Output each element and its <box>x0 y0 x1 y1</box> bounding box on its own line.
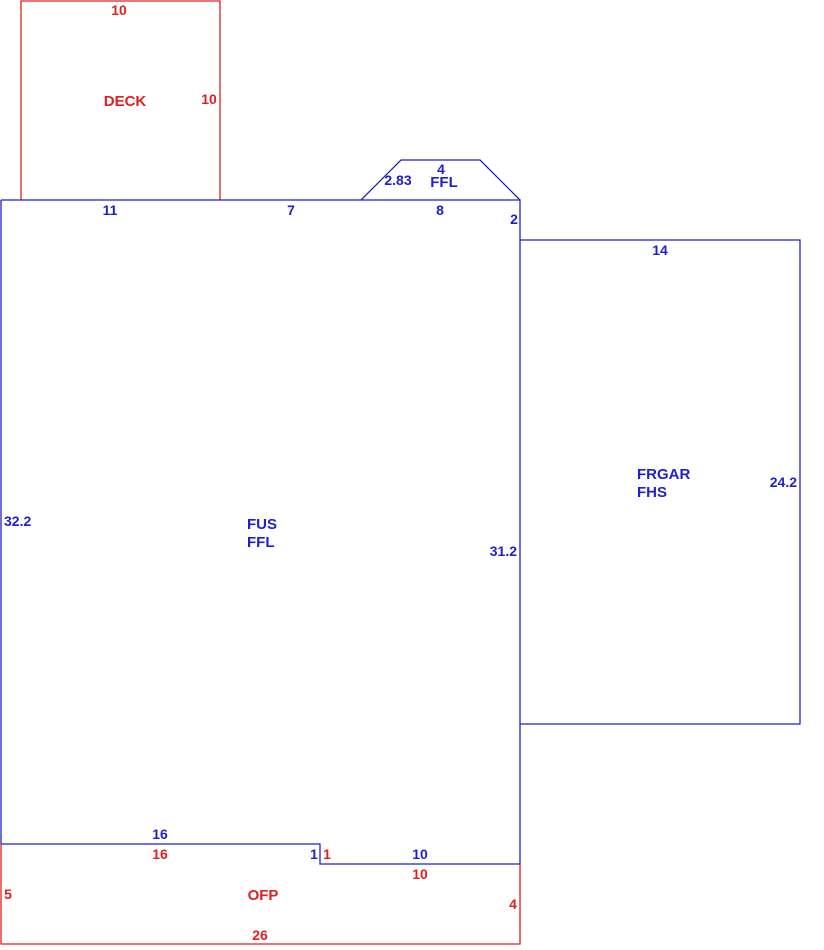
bay-area: 4 2.83 FFL <box>360 159 521 201</box>
main-left-dimension: 32.2 <box>4 513 31 529</box>
bay-label: FFL <box>430 174 458 191</box>
porch-outline <box>0 844 521 945</box>
porch-top-left-dimension: 16 <box>152 846 168 862</box>
porch-left-dimension: 5 <box>4 886 12 902</box>
garage-area: 14 24.2 FRGAR FHS <box>520 239 801 725</box>
main-top-right-dimension: 8 <box>436 202 444 218</box>
main-bottom-left-dimension: 16 <box>152 826 168 842</box>
porch-top-right-dimension: 10 <box>412 866 428 882</box>
main-top-mid-dimension: 7 <box>287 202 295 218</box>
main-top-left-dimension: 11 <box>103 202 118 218</box>
step-dimension: 2 <box>510 211 518 227</box>
porch-notch-dimension: 1 <box>323 846 331 862</box>
deck-area: 10 10 DECK <box>20 0 221 200</box>
bay-top-dimension: 4 <box>437 161 445 177</box>
main-label-line1: FUS <box>247 516 277 533</box>
garage-top-dimension: 14 <box>652 242 668 258</box>
deck-label: DECK <box>104 93 147 110</box>
deck-outline <box>20 0 221 200</box>
garage-outline <box>520 239 801 725</box>
deck-right-dimension: 10 <box>201 91 217 107</box>
bay-outline <box>360 159 521 201</box>
deck-top-dimension: 10 <box>111 2 127 18</box>
porch-bottom-dimension: 26 <box>252 927 268 943</box>
main-living-area: 11 7 8 2 32.2 31.2 16 1 10 FUS FFL <box>0 199 521 865</box>
garage-label-line1: FRGAR <box>637 466 690 483</box>
main-bottom-right-dimension: 10 <box>412 846 428 862</box>
garage-right-dimension: 24.2 <box>770 474 797 490</box>
main-label-line2: FFL <box>247 534 275 551</box>
porch-area: 16 1 10 5 4 26 OFP <box>0 844 521 945</box>
garage-label-line2: FHS <box>637 484 667 501</box>
main-right-dimension: 31.2 <box>490 543 517 559</box>
porch-right-dimension: 4 <box>509 896 517 912</box>
porch-label: OFP <box>248 887 279 904</box>
main-notch-dimension: 1 <box>310 846 318 862</box>
bay-diagonal-dimension: 2.83 <box>384 172 411 188</box>
